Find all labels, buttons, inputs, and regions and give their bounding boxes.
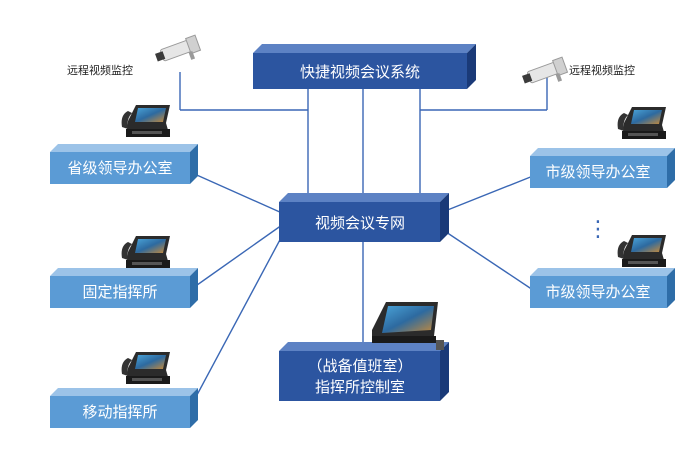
control-room-label-2: 指挥所控制室 (315, 378, 405, 396)
mobile-command-label: 移动指挥所 (82, 403, 157, 421)
video-phone-icon (617, 235, 666, 267)
video-terminal-icon (372, 302, 444, 350)
mobile-command-box: 移动指挥所 (50, 388, 198, 428)
video-phone-icon (617, 107, 666, 139)
provincial-office-label: 省级领导办公室 (67, 159, 172, 177)
camera-icon (520, 56, 571, 94)
center-network-box: 视频会议专网 (279, 193, 449, 242)
provincial-office-box: 省级领导办公室 (50, 144, 198, 184)
fixed-command-label: 固定指挥所 (82, 283, 157, 301)
city-office-2-label: 市级领导办公室 (545, 283, 650, 301)
connection-lines (179, 72, 548, 409)
top-system-box: 快捷视频会议系统 (253, 44, 476, 89)
camera-icon (153, 34, 204, 72)
ellipsis-marker: ⋮ (587, 217, 609, 242)
fixed-command-box: 固定指挥所 (50, 268, 198, 308)
video-phone-icon (121, 236, 170, 268)
center-network-label: 视频会议专网 (315, 214, 405, 232)
city-office-1-box: 市级领导办公室 (530, 148, 675, 188)
control-room-box: （战备值班室） 指挥所控制室 (279, 342, 449, 401)
video-phone-icon (121, 105, 170, 137)
camera-right-label: 远程视频监控 (569, 63, 635, 77)
video-phone-icon (121, 352, 170, 384)
camera-left-label: 远程视频监控 (67, 63, 133, 77)
city-office-2-box: 市级领导办公室 (530, 268, 675, 308)
city-office-1-label: 市级领导办公室 (545, 163, 650, 181)
top-system-label: 快捷视频会议系统 (300, 63, 420, 81)
control-room-label-1: （战备值班室） (307, 357, 412, 375)
